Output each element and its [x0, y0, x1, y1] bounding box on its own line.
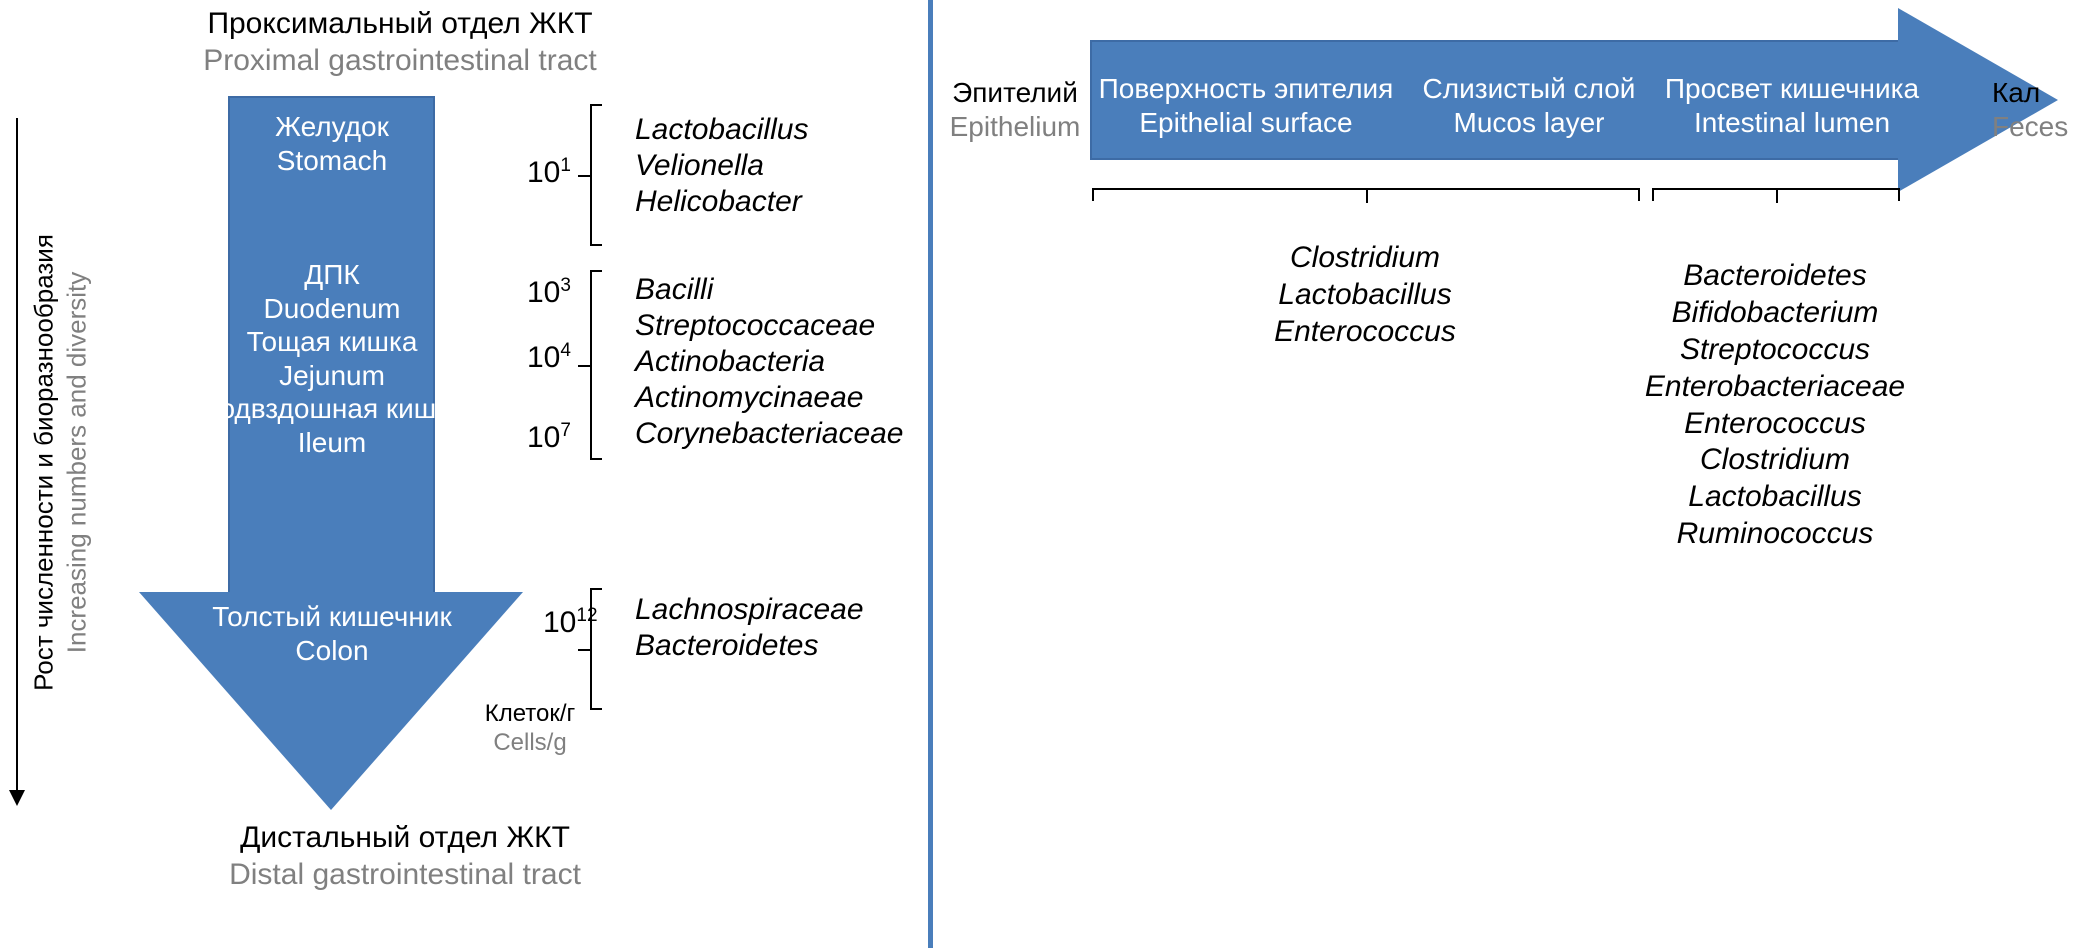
taxa-list-stomach: Lactobacillus Velionella Helicobacter — [635, 112, 808, 220]
epithelium-label-en: Epithelium — [949, 111, 1081, 143]
diversity-axis-line — [16, 118, 18, 798]
count-exp-10e4: 4 — [560, 340, 571, 361]
taxon-item: Enterococcus — [1274, 314, 1456, 348]
taxa-list-colon: Lachnospiraceae Bacteroidetes — [635, 592, 864, 664]
taxon-item: Bacilli — [635, 273, 714, 306]
organ-small-intestine-group: ДПК Duodenum Тощая кишка Jejunum Подвздо… — [187, 258, 477, 460]
diversity-axis-label-en: Increasing numbers and diversity — [61, 271, 91, 654]
gut-axis-arrow-head-icon — [1898, 8, 2058, 192]
taxon-item: Lachnospiraceae — [635, 593, 864, 626]
count-base-10e12: 10 — [543, 606, 577, 639]
count-exp-10e3: 3 — [560, 275, 571, 296]
organ-stomach: Желудок Stomach — [187, 110, 477, 177]
zone-intestinal-lumen-en: Intestinal lumen — [1693, 106, 1891, 138]
epithelium-start-label: Эпителий Epithelium — [940, 76, 1090, 144]
proximal-tract-title: Проксимальный отдел ЖКТ Proximal gastroi… — [160, 6, 640, 79]
zone-epithelial-surface-ru: Поверхность эпителия — [1098, 73, 1394, 104]
zone-epithelial-surface-en: Epithelial surface — [1139, 106, 1353, 138]
organ-colon-en: Colon — [295, 634, 369, 666]
count-exp-10e1: 1 — [560, 155, 571, 176]
taxon-item: Clostridium — [1289, 241, 1441, 274]
cells-unit-en: Cells/g — [493, 728, 567, 756]
distal-title-ru: Дистальный отдел ЖКТ — [240, 821, 570, 854]
organ-duodenum-ru: ДПК — [304, 259, 360, 290]
taxon-item: Enterobacteriaceae — [1644, 369, 1906, 403]
taxon-item: Bacteroidetes — [635, 629, 819, 662]
organ-colon: Толстый кишечник Colon — [187, 600, 477, 667]
taxon-item: Helicobacter — [635, 185, 802, 218]
feces-end-label: Кал Feces — [1992, 76, 2091, 144]
taxon-item: Actinomycinaeae — [635, 381, 864, 414]
diversity-axis-label: Рост численности и биоразнообразия Incre… — [28, 113, 93, 813]
count-base-10e1: 10 — [527, 156, 561, 189]
count-base-10e7: 10 — [527, 421, 561, 454]
count-base-10e3: 10 — [527, 276, 561, 309]
count-label-10e4: 104 — [527, 340, 571, 375]
count-exp-10e7: 7 — [560, 420, 571, 441]
zone-mucos-layer-ru: Слизистый слой — [1422, 73, 1636, 104]
count-exp-10e12: 12 — [576, 605, 598, 626]
organ-jejunum-ru: Тощая кишка — [246, 326, 418, 358]
zone-epithelial-surface: Поверхность эпителия Epithelial surface — [1096, 72, 1396, 139]
taxon-item: Actinobacteria — [635, 345, 826, 378]
taxon-item: Clostridium — [1699, 443, 1851, 477]
taxon-item: Lactobacillus — [635, 113, 809, 146]
zone-intestinal-lumen-ru: Просвет кишечника — [1664, 73, 1920, 104]
distal-tract-title: Дистальный отдел ЖКТ Distal gastrointest… — [140, 820, 670, 893]
taxon-item: Ruminococcus — [1676, 517, 1874, 551]
diversity-axis-label-ru: Рост численности и биоразнообразия — [28, 234, 59, 691]
cells-per-gram-label: Клеток/г Cells/g — [440, 700, 620, 758]
gi-tract-arrow-body — [228, 96, 435, 596]
count-label-10e12: 1012 — [543, 605, 598, 640]
zone-mucos-layer: Слизистый слой Mucos layer — [1404, 72, 1654, 139]
organ-duodenum-en: Duodenum — [263, 292, 401, 324]
taxa-list-small-intestine: Bacilli Streptococcaceae Actinobacteria … — [635, 272, 904, 452]
gi-tract-arrow-head-icon — [139, 592, 523, 810]
organ-ileum-ru: Подвздошная кишка — [199, 393, 465, 425]
count-label-10e1: 101 — [527, 155, 571, 190]
organ-stomach-ru: Желудок — [275, 111, 389, 142]
taxon-item: Lactobacillus — [1278, 277, 1452, 311]
taxon-item: Streptococcaceae — [635, 309, 876, 342]
cells-unit-ru: Клеток/г — [484, 700, 576, 727]
organ-ileum-en: Ileum — [297, 426, 367, 458]
proximal-title-en: Proximal gastrointestinal tract — [203, 43, 597, 77]
distal-title-en: Distal gastrointestinal tract — [229, 857, 581, 891]
count-label-10e3: 103 — [527, 275, 571, 310]
epithelium-label-ru: Эпителий — [952, 77, 1078, 108]
taxa-list-luminal: Bacteroidetes Bifidobacterium Streptococ… — [1610, 258, 1940, 553]
zone-mucos-layer-en: Mucos layer — [1453, 106, 1605, 138]
zone-intestinal-lumen: Просвет кишечника Intestinal lumen — [1652, 72, 1932, 139]
taxon-item: Streptococcus — [1679, 332, 1871, 366]
panel-divider — [928, 0, 933, 948]
feces-label-en: Feces — [1992, 111, 2069, 143]
gut-axis-arrow-body — [1090, 40, 1900, 160]
taxon-item: Velionella — [635, 149, 764, 182]
count-label-10e7: 107 — [527, 420, 571, 455]
taxon-item: Lactobacillus — [1688, 480, 1862, 514]
diversity-axis-arrowhead-icon — [9, 790, 25, 806]
taxon-item: Bifidobacterium — [1671, 295, 1879, 329]
organ-jejunum-en: Jejunum — [279, 359, 385, 391]
taxon-item: Bacteroidetes — [1683, 259, 1867, 292]
feces-label-ru: Кал — [1992, 77, 2041, 108]
proximal-title-ru: Проксимальный отдел ЖКТ — [207, 7, 593, 40]
organ-colon-ru: Толстый кишечник — [212, 601, 452, 632]
taxa-list-mucosal: Clostridium Lactobacillus Enterococcus — [1200, 240, 1530, 351]
count-base-10e4: 10 — [527, 341, 561, 374]
taxon-item: Corynebacteriaceae — [635, 417, 904, 450]
organ-stomach-en: Stomach — [276, 144, 388, 176]
taxon-item: Enterococcus — [1684, 406, 1866, 440]
